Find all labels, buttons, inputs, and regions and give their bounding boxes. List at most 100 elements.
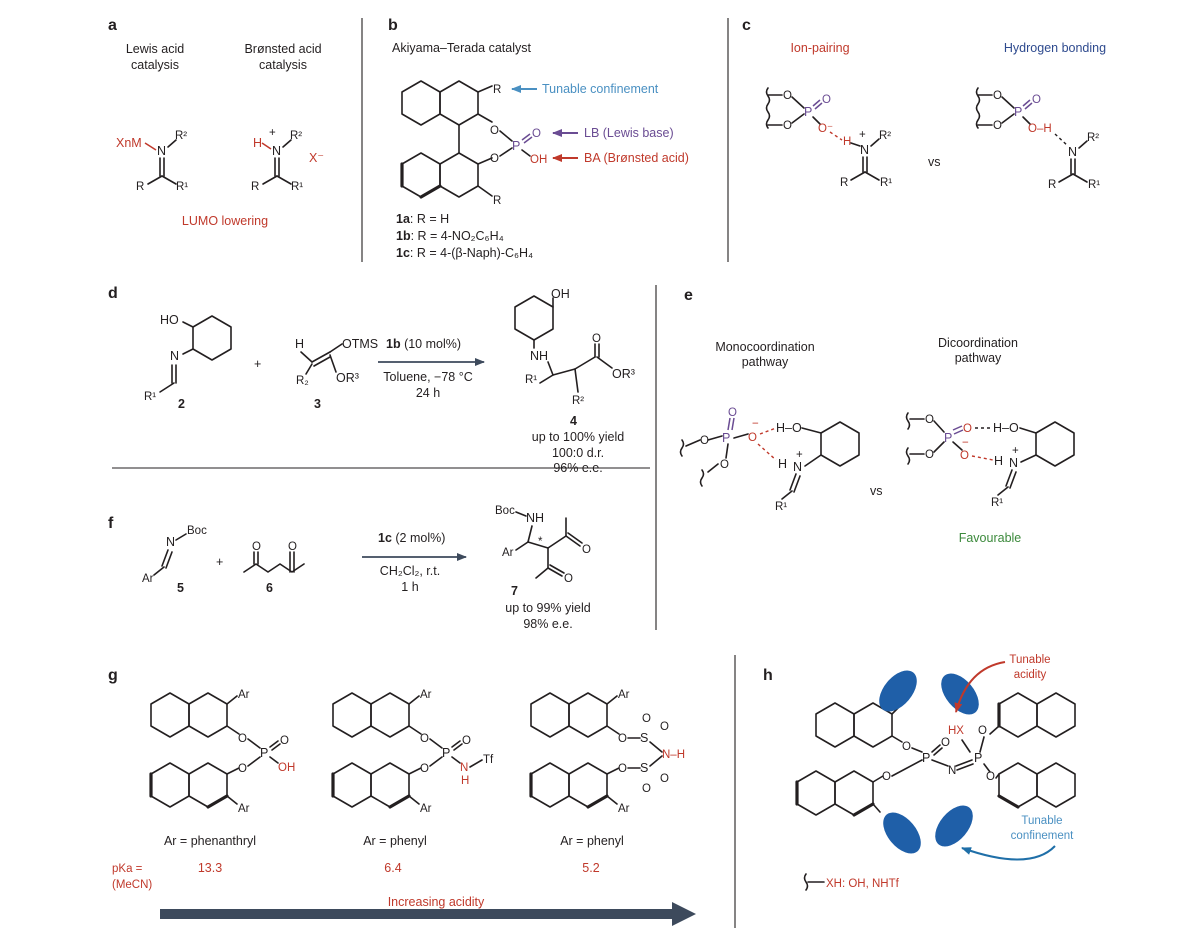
benzene-ring bbox=[796, 770, 836, 816]
structure-atom-label: R² bbox=[879, 130, 891, 142]
chemical-bond bbox=[872, 803, 881, 813]
panel-label-b: b bbox=[388, 17, 398, 34]
chemical-bond bbox=[952, 441, 963, 451]
chemical-bond bbox=[329, 354, 337, 373]
structure-atom-label: O bbox=[288, 541, 297, 553]
structure-atom-label: O bbox=[660, 721, 669, 733]
structure-atom-label: P bbox=[260, 746, 268, 760]
structure-atom-label: NH bbox=[526, 511, 544, 525]
structure-atom-label: N bbox=[166, 535, 175, 549]
chemical-bond bbox=[311, 351, 331, 363]
panel-label-e: e bbox=[684, 287, 693, 304]
chemical-bond bbox=[891, 735, 903, 743]
chemical-bond bbox=[961, 739, 971, 753]
compound-6: 6 bbox=[266, 581, 273, 595]
compound-4: 4 bbox=[570, 414, 577, 428]
structure-atom-label: O bbox=[238, 733, 247, 745]
benzene-ring bbox=[514, 295, 554, 341]
reaction-d-time: 24 h bbox=[416, 386, 440, 400]
tunable-acidity-label: Tunable bbox=[1009, 654, 1050, 666]
catalyst-triflyl-phosphoramide: Ar O O Ar P O N H Tf bbox=[331, 689, 494, 815]
structure-atom-label: Ar bbox=[238, 689, 250, 701]
vs-label-c: vs bbox=[928, 155, 941, 169]
chemical-bond bbox=[552, 368, 576, 376]
chemical-bond bbox=[226, 795, 238, 805]
chemical-bond bbox=[812, 116, 821, 125]
structure-atom-label: R bbox=[493, 195, 501, 207]
chemical-bond bbox=[953, 429, 964, 435]
structure-atom-label: R¹ bbox=[525, 374, 537, 386]
structure-atom-label: N bbox=[1009, 456, 1018, 470]
chemical-bond bbox=[995, 773, 1000, 779]
structure-atom-label: P bbox=[944, 431, 952, 445]
bronsted-acid-label: BA (Brønsted acid) bbox=[584, 151, 689, 165]
ion-pairing-title: Ion-pairing bbox=[790, 41, 849, 55]
structure-atom-label: N bbox=[460, 762, 468, 774]
chemical-bond bbox=[586, 794, 609, 809]
chemical-bond bbox=[408, 767, 422, 775]
panel-g: g Ar O O Ar P O OH bbox=[108, 667, 696, 926]
structure-atom-label: R bbox=[1048, 179, 1056, 191]
imine-r1: R¹ bbox=[176, 181, 188, 193]
benzene-ring bbox=[1036, 762, 1076, 808]
benzene-ring bbox=[530, 692, 570, 738]
chemical-bond bbox=[1022, 99, 1031, 107]
structure-atom-label: + bbox=[859, 129, 866, 141]
structure-atom-label: P bbox=[922, 751, 930, 765]
structure-atom-label: + bbox=[254, 357, 261, 371]
structure-atom-label: Tf bbox=[483, 754, 494, 766]
pka-solvent: (MeCN) bbox=[112, 879, 152, 891]
chemical-bond bbox=[226, 695, 238, 705]
chemical-bond bbox=[161, 175, 177, 185]
iminium-plus: + bbox=[269, 127, 276, 139]
chemical-bond bbox=[226, 767, 240, 775]
structure-atom-label: R¹ bbox=[880, 177, 892, 189]
structure-atom-label: O bbox=[925, 449, 934, 461]
chemical-bond bbox=[329, 343, 343, 353]
structure-atom-label: O bbox=[462, 735, 471, 747]
panel-c: c Ion-pairing Hydrogen bonding O O P O O… bbox=[742, 17, 1106, 191]
chemical-bond bbox=[175, 533, 187, 541]
structure-atom-label: OR³ bbox=[612, 367, 635, 381]
structure-atom-label: O bbox=[822, 94, 831, 106]
vs-label-e: vs bbox=[870, 484, 883, 498]
chemical-bond bbox=[515, 541, 529, 551]
catalyst-2-ar: Ar = phenyl bbox=[363, 834, 427, 848]
chemical-bond bbox=[850, 142, 861, 147]
structure-atom-label: N–H bbox=[662, 749, 685, 761]
lumo-lowering-label: LUMO lowering bbox=[182, 214, 268, 228]
chemical-bond bbox=[565, 535, 581, 547]
chemical-bond bbox=[527, 541, 549, 549]
chemical-bond bbox=[685, 439, 701, 447]
chemical-bond bbox=[247, 738, 261, 749]
chemical-bond bbox=[606, 725, 620, 735]
chemical-bond bbox=[801, 427, 822, 434]
chemical-bond bbox=[527, 525, 533, 543]
chemical-bond bbox=[905, 447, 911, 465]
benzene-ring bbox=[150, 762, 190, 808]
chemical-bond bbox=[515, 511, 527, 517]
compound-7: 7 bbox=[511, 584, 518, 598]
chemical-bond bbox=[269, 740, 279, 748]
chemical-bond bbox=[499, 130, 513, 142]
xh-legend: XH: OH, NHTf bbox=[826, 878, 900, 890]
benzene-ring bbox=[332, 692, 372, 738]
chemical-bond bbox=[781, 490, 793, 500]
chemical-bond bbox=[247, 756, 261, 767]
structure-atom-label: HO bbox=[160, 313, 179, 327]
iminium-h: H bbox=[253, 136, 262, 150]
chemical-bond bbox=[699, 469, 705, 487]
structure-atom-label: N bbox=[1068, 145, 1077, 159]
structure-atom-label: O bbox=[490, 125, 499, 137]
structure-atom-label: Ar bbox=[502, 547, 514, 559]
structure-atom-label: pathway bbox=[955, 351, 1002, 365]
structure-atom-label: P bbox=[722, 431, 730, 445]
catalyst-disulfonimide: Ar O O Ar S S O O O O N–H bbox=[529, 689, 685, 815]
chemical-bond bbox=[477, 185, 493, 197]
chemical-bond bbox=[905, 412, 911, 430]
imine-r: R bbox=[136, 181, 144, 193]
chemical-bond bbox=[262, 175, 278, 185]
panel-label-a: a bbox=[108, 17, 117, 34]
